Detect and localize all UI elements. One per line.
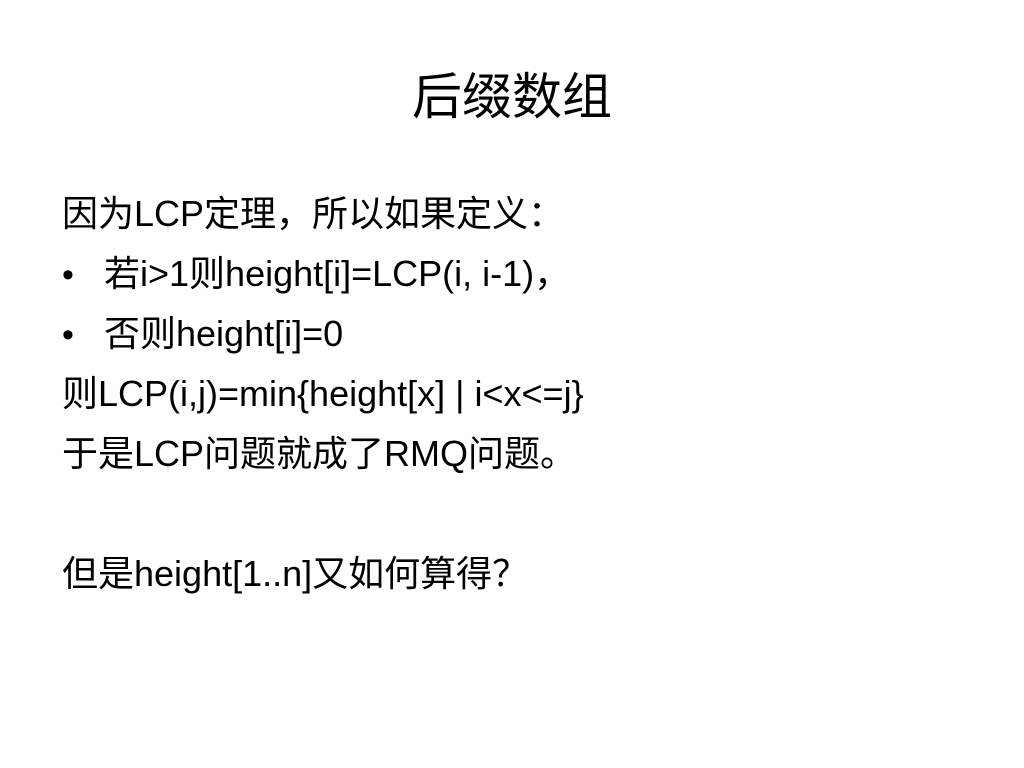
body-line-rmq: 于是LCP问题就成了RMQ问题。 xyxy=(62,424,1002,484)
bullet-item-text: 否则height[i]=0 xyxy=(104,313,344,354)
body-line-text: 因为LCP定理，所以如果定义： xyxy=(62,193,565,234)
slide-body: 因为LCP定理，所以如果定义： • 若i>1则height[i]=LCP(i, i… xyxy=(62,184,1002,604)
body-line-text: 但是height[1..n]又如何算得？ xyxy=(62,553,529,594)
bullet-item-text: 若i>1则height[i]=LCP(i, i-1)， xyxy=(104,253,571,294)
slide-title: 后缀数组 xyxy=(412,69,612,125)
body-line-text: 则LCP(i,j)=min{height[x] | i<x<=j} xyxy=(62,373,584,414)
bullet-dot: • xyxy=(62,316,74,354)
body-line-question: 但是height[1..n]又如何算得？ xyxy=(62,544,1002,604)
body-line-lcp-min: 则LCP(i,j)=min{height[x] | i<x<=j} xyxy=(62,364,1002,424)
bullet-item-height-case-2: • 否则height[i]=0 xyxy=(62,304,1002,364)
body-line-text: 于是LCP问题就成了RMQ问题。 xyxy=(62,433,577,474)
body-spacer xyxy=(62,484,1002,544)
bullet-item-height-case-1: • 若i>1则height[i]=LCP(i, i-1)， xyxy=(62,244,1002,304)
bullet-dot: • xyxy=(62,256,74,294)
body-line-lcp-definition: 因为LCP定理，所以如果定义： xyxy=(62,184,1002,244)
